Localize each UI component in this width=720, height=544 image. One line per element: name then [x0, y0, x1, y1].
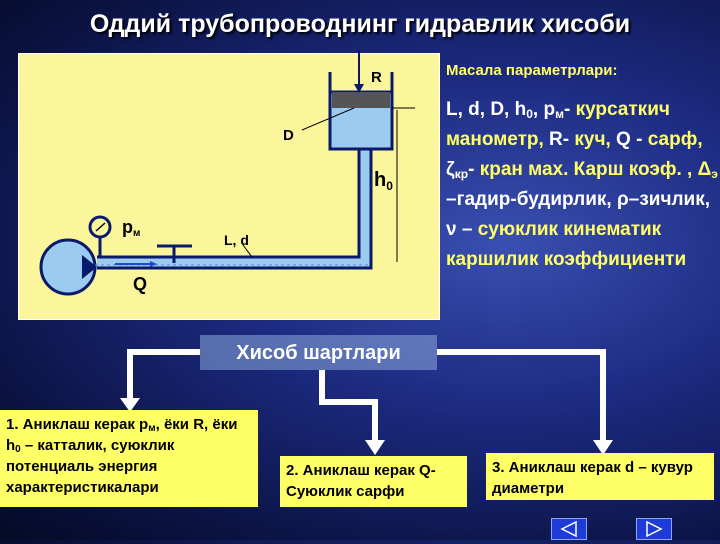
- params-segment: кран мах. Карш коэф.: [474, 159, 688, 180]
- params-segment: ζ: [446, 159, 455, 180]
- params-segment: сарф,: [647, 129, 703, 150]
- params-segment: 0: [526, 107, 533, 121]
- params-segment: ρ–зичлик,: [617, 189, 711, 210]
- next-slide-button[interactable]: [636, 518, 672, 540]
- prev-arrow-icon: [560, 520, 577, 538]
- condition-box-1: 1. Аниклаш керак pм, ёки R, ёки h0 – кат…: [0, 410, 258, 507]
- params-segment: –гадир-будирлик,: [446, 189, 617, 210]
- params-segment: суюклик кинематик каршилик коэффициенти: [446, 219, 687, 270]
- params-segment: ν –: [446, 219, 478, 240]
- params-segment: курсаткич манометр,: [446, 99, 670, 150]
- label-D: D: [283, 127, 294, 144]
- prev-slide-button[interactable]: [551, 518, 587, 540]
- pump-arrow-icon: [82, 255, 97, 279]
- calc-conditions-label: Хисоб шартлари: [200, 335, 437, 370]
- slide-title: Оддий трубопроводнинг гидравлик хисоби: [89, 10, 631, 38]
- piston: [332, 92, 390, 108]
- label-Q: Q: [133, 274, 147, 294]
- params-segment: L, d, D, h: [446, 99, 527, 120]
- params-segment: Q -: [616, 129, 648, 150]
- params-segment: -: [563, 99, 571, 120]
- next-arrow-icon: [646, 520, 663, 538]
- params-segment: куч,: [574, 129, 617, 150]
- params-segment: , Δ: [687, 159, 712, 180]
- params-segment: э: [711, 167, 718, 181]
- condition-box-2: 2. Аниклаш керак Q-Суюклик сарфи: [280, 456, 467, 507]
- params-segment: R-: [549, 129, 575, 150]
- connectors: [127, 349, 606, 445]
- label-Ld: L, d: [224, 232, 249, 248]
- label-R: R: [371, 69, 382, 86]
- params-segment: -: [468, 159, 475, 180]
- params-segment: кр: [454, 167, 469, 181]
- label-h0: h0: [374, 169, 393, 193]
- pipe: [97, 147, 373, 270]
- params-heading: Масала параметрлари:: [446, 62, 618, 79]
- params-text: L, d, D, h0, pм- курсаткич манометр, R- …: [446, 95, 718, 275]
- condition-box-3: 3. Аниклаш керак d – кувур диаметри: [486, 453, 714, 500]
- params-segment: , p: [532, 99, 556, 120]
- label-pm: pм: [122, 217, 140, 239]
- params-segment: м: [555, 107, 564, 121]
